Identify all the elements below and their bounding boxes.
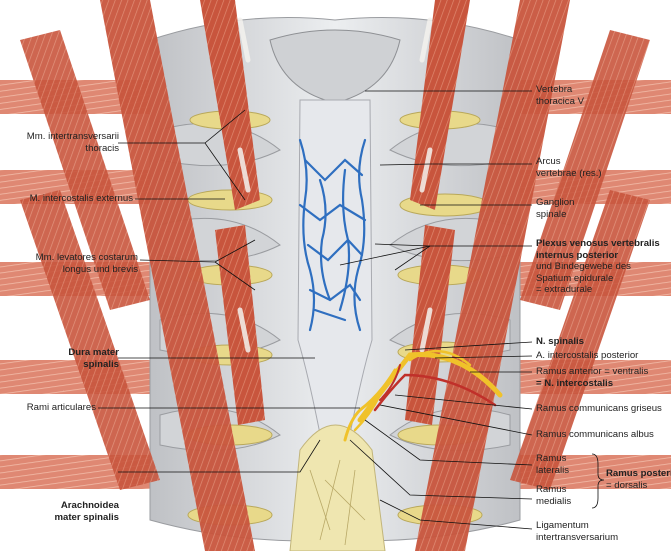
label-arachnoidea: Arachnoidea mater spinalis	[54, 500, 119, 523]
back-muscles-left	[20, 0, 265, 551]
label-dura-mater: Dura mater spinalis	[68, 347, 119, 370]
label-ramus-griseus: Ramus communicans griseus	[536, 403, 662, 414]
label-arcus-vertebrae: Arcus vertebrae (res.)	[536, 156, 602, 179]
label-n-spinalis: N. spinalis	[536, 336, 584, 347]
label-ganglion-spinale: Ganglion spinale	[536, 197, 575, 220]
label-vertebra-thoracica: Vertebra thoracica V	[536, 84, 584, 107]
label-ramus-albus: Ramus communicans albus	[536, 429, 654, 440]
arachnoidea	[289, 424, 386, 551]
leader-lines	[98, 90, 605, 530]
venous-plexus	[298, 138, 367, 332]
label-ligamentum-intertransversarium: Ligamentum intertransversarium	[536, 520, 619, 543]
label-levatores-costarum: Mm. levatores costarum longus und brevis	[35, 252, 138, 275]
label-ramus-posterior: Ramus posterior = dorsalis	[606, 468, 671, 491]
label-intertransversarii: Mm. intertransversarii thoracis	[26, 131, 119, 154]
spinal-nerve	[343, 349, 503, 442]
back-muscles-right	[405, 0, 650, 551]
label-a-intercostalis: A. intercostalis posterior	[536, 350, 639, 361]
label-plexus-venosus: Plexus venosus vertebralis internus post…	[536, 238, 660, 295]
label-ramus-anterior: Ramus anterior = ventralis = N. intercos…	[536, 366, 649, 389]
label-rami-articulares: Rami articulares	[26, 402, 96, 413]
vertebra-spinous-process	[269, 29, 401, 111]
label-ramus-medialis: Ramus medialis	[536, 484, 572, 507]
label-ramus-lateralis: Ramus lateralis	[536, 453, 570, 476]
label-intercostalis-externus: M. intercostalis externus	[29, 193, 133, 204]
